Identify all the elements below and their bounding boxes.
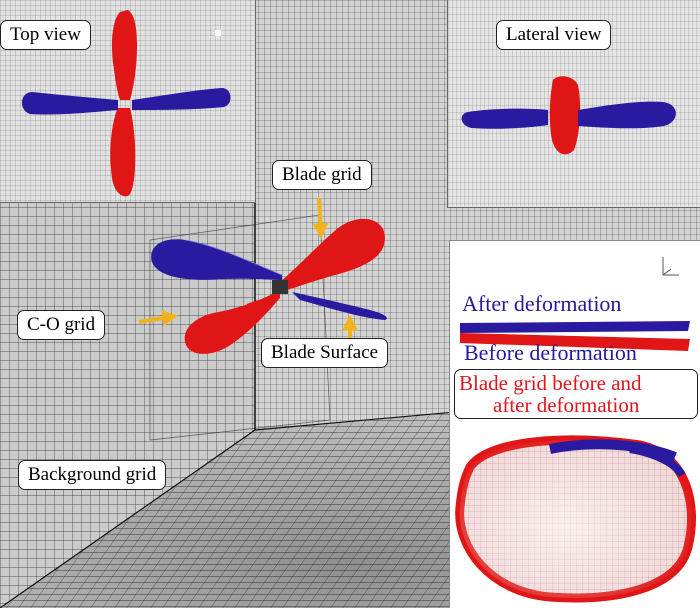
blade-surface-label: Blade Surface (261, 338, 389, 368)
background-grid-label: Background grid (18, 460, 167, 490)
deformed-blade-strips (460, 321, 690, 351)
caption-line2: after deformation (493, 393, 640, 417)
blade-grid-arrow (312, 197, 329, 240)
blade-grid-label: Blade grid (272, 160, 372, 190)
caption-line1: Blade grid before and (459, 371, 642, 395)
after-deformation-text: After deformation (462, 291, 622, 316)
top-view-label: Top view (0, 20, 91, 50)
rotor-hub (272, 280, 288, 294)
lateral-view-panel: Lateral view (447, 0, 700, 208)
co-grid-arrow (138, 310, 179, 326)
caption-box: Blade grid before and after deformation (454, 369, 698, 419)
co-grid-label: C-O grid (17, 310, 106, 340)
top-view-panel: Top view (0, 0, 256, 203)
deformation-panel: After deformation Before deformation Bla… (449, 240, 700, 608)
axis-triad-icon (662, 257, 679, 276)
before-deformation-text: Before deformation (464, 340, 637, 365)
lateral-view-label: Lateral view (496, 20, 612, 50)
blade-red-lower (184, 290, 280, 354)
blade-red-upper (280, 218, 385, 292)
blade-blue-upper (151, 239, 283, 280)
blade-tip-closeup (455, 435, 696, 603)
blade-blue-lower (292, 292, 387, 320)
